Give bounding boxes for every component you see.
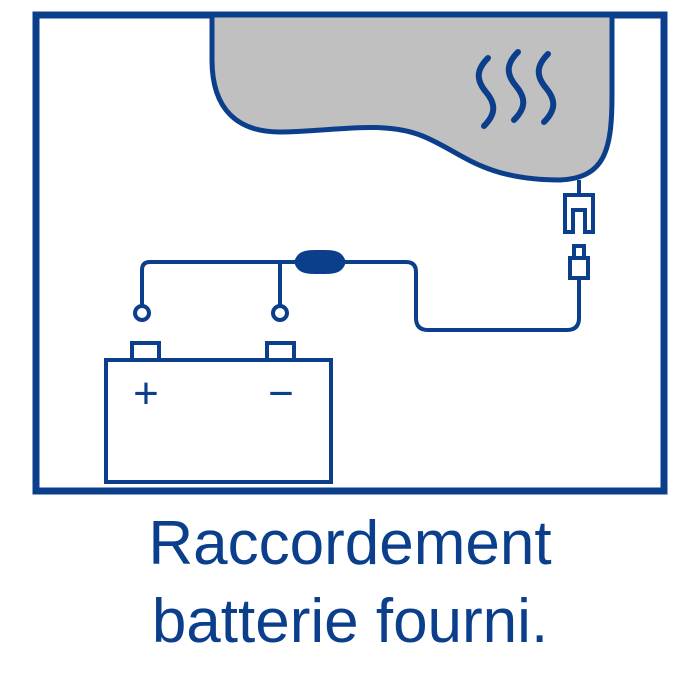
battery-negative-terminal-label: − — [268, 369, 294, 418]
wiring — [140, 260, 581, 332]
battery-icon — [104, 341, 333, 484]
battery-positive-terminal-label: + — [133, 369, 159, 418]
battery-connection-diagram: + − — [32, 11, 668, 495]
connector-plug-icon — [568, 244, 590, 280]
caption-line-1: Raccordement — [148, 509, 552, 578]
heated-seat-icon — [209, 12, 615, 183]
fuse-icon — [294, 250, 346, 274]
seat-connector-socket — [563, 180, 595, 234]
caption-line-2: batterie fourni. — [151, 587, 549, 656]
heat-waves-icon — [475, 49, 557, 129]
caption: Raccordement batterie fourni. — [0, 505, 700, 661]
ring-terminals — [133, 304, 289, 322]
